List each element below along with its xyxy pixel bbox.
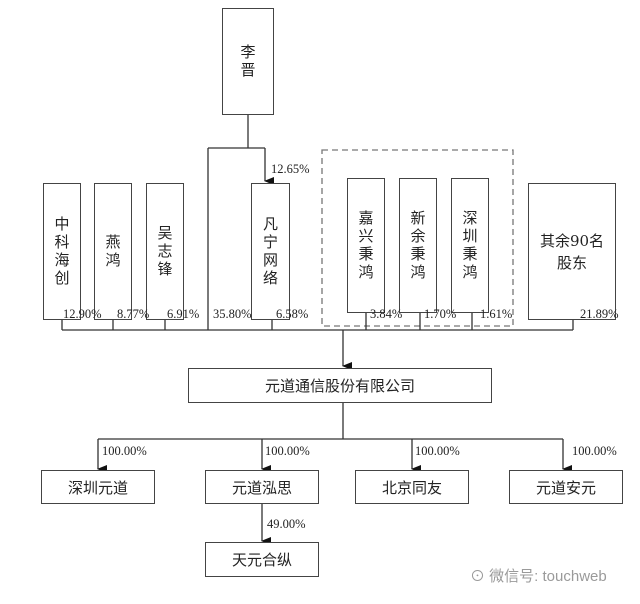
- pct-label: 1.70%: [424, 307, 457, 321]
- pct-label: 6.91%: [167, 307, 200, 321]
- shareholder-name: 嘉兴秉鸿: [356, 209, 375, 282]
- shareholder-box: 其余90名股东: [528, 183, 616, 320]
- shareholder-name: 中科海创: [52, 215, 71, 288]
- shareholder-box: 新余秉鸿: [399, 178, 437, 313]
- shareholder-name: 深圳秉鸿: [460, 209, 479, 282]
- wechat-icon: ⊙: [470, 568, 490, 585]
- pct-label: 21.89%: [580, 307, 619, 321]
- sub-subsidiary-name: 天元合纵: [231, 551, 292, 569]
- subsidiary-name: 北京同友: [381, 478, 442, 497]
- subsidiary-name: 深圳元道: [67, 478, 128, 497]
- subsidiary-box: 元道泓思: [205, 470, 319, 504]
- shareholder-box: 深圳秉鸿: [451, 178, 489, 313]
- pct-label: 100.00%: [415, 444, 460, 458]
- subsidiary-box: 元道安元: [509, 470, 623, 504]
- holder-name: 李晋: [238, 43, 257, 80]
- sub-subsidiary-box: 天元合纵: [205, 542, 319, 577]
- shareholder-name: 燕鸿: [103, 233, 122, 270]
- holder-li-jin: 李晋: [222, 8, 274, 115]
- shareholder-box: 吴志锋: [146, 183, 184, 320]
- shareholder-name: 其余90名股东: [539, 231, 605, 272]
- pct-label: 6.58%: [276, 307, 309, 321]
- subsidiary-box: 深圳元道: [41, 470, 155, 504]
- pct-li-jin-fanning: 12.65%: [271, 162, 310, 176]
- pct-label: 100.00%: [265, 444, 310, 458]
- pct-label: 100.00%: [572, 444, 617, 458]
- shareholder-box: 燕鸿: [94, 183, 132, 320]
- pct-label: 35.80%: [213, 307, 252, 321]
- pct-label: 12.90%: [63, 307, 102, 321]
- pct-label: 3.84%: [370, 307, 403, 321]
- watermark: ⊙ 微信号: touchweb: [470, 565, 607, 586]
- shareholder-name: 凡宁网络: [261, 215, 279, 288]
- shareholder-name: 新余秉鸿: [408, 209, 427, 282]
- watermark-text: 微信号: touchweb: [489, 568, 607, 585]
- subsidiary-name: 元道泓思: [231, 478, 292, 497]
- pct-label: 49.00%: [267, 517, 306, 531]
- company-name: 元道通信股份有限公司: [264, 377, 415, 395]
- shareholder-box: 中科海创: [43, 183, 81, 320]
- pct-label: 100.00%: [102, 444, 147, 458]
- subsidiary-name: 元道安元: [535, 478, 596, 497]
- subsidiary-box: 北京同友: [355, 470, 469, 504]
- company-box: 元道通信股份有限公司: [188, 368, 492, 403]
- pct-label: 8.77%: [117, 307, 150, 321]
- shareholder-name: 吴志锋: [155, 224, 174, 279]
- pct-label: 1.61%: [480, 307, 513, 321]
- shareholder-box: 嘉兴秉鸿: [347, 178, 385, 313]
- shareholder-box: 凡宁网络: [251, 183, 290, 320]
